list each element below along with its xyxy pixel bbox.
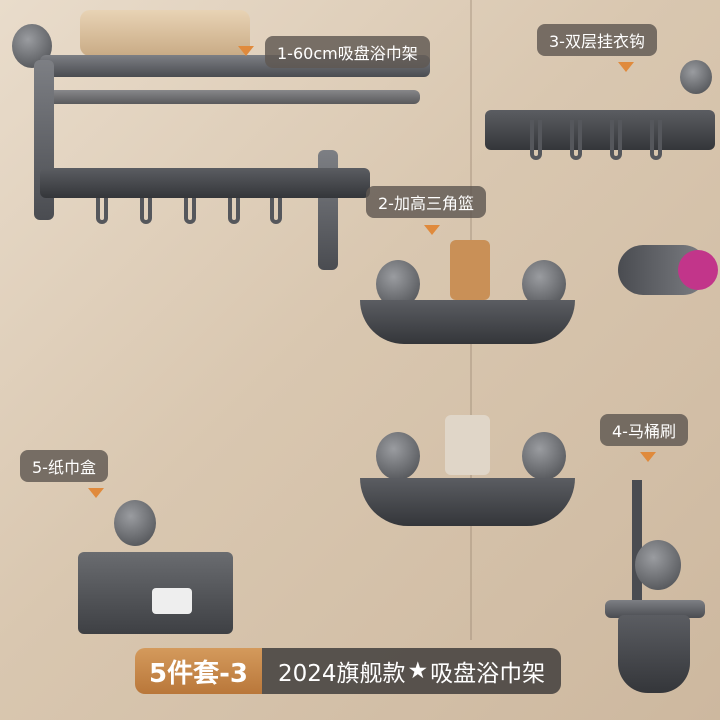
arrow-down-icon	[88, 488, 104, 498]
label-item-1: 1-60cm吸盘浴巾架	[265, 36, 430, 68]
bottom-banner: 5件套-3 2024旗舰款 ★ 吸盘浴巾架	[135, 648, 562, 694]
label-item-5: 5-纸巾盒	[20, 450, 108, 482]
arrow-down-icon	[618, 62, 634, 72]
banner-title-suffix: 吸盘浴巾架	[430, 661, 546, 687]
label-item-4: 4-马桶刷	[600, 414, 688, 446]
arrow-down-icon	[424, 225, 440, 235]
banner-title: 2024旗舰款 ★ 吸盘浴巾架	[261, 648, 562, 694]
label-item-3: 3-双层挂衣钩	[537, 24, 657, 56]
arrow-down-icon	[238, 46, 254, 56]
arrow-down-icon	[640, 452, 656, 462]
banner-title-prefix: 2024旗舰款	[277, 661, 406, 687]
star-icon: ★	[407, 658, 429, 684]
set-label: 5件套-3	[135, 648, 262, 694]
label-item-2: 2-加高三角篮	[366, 186, 486, 218]
